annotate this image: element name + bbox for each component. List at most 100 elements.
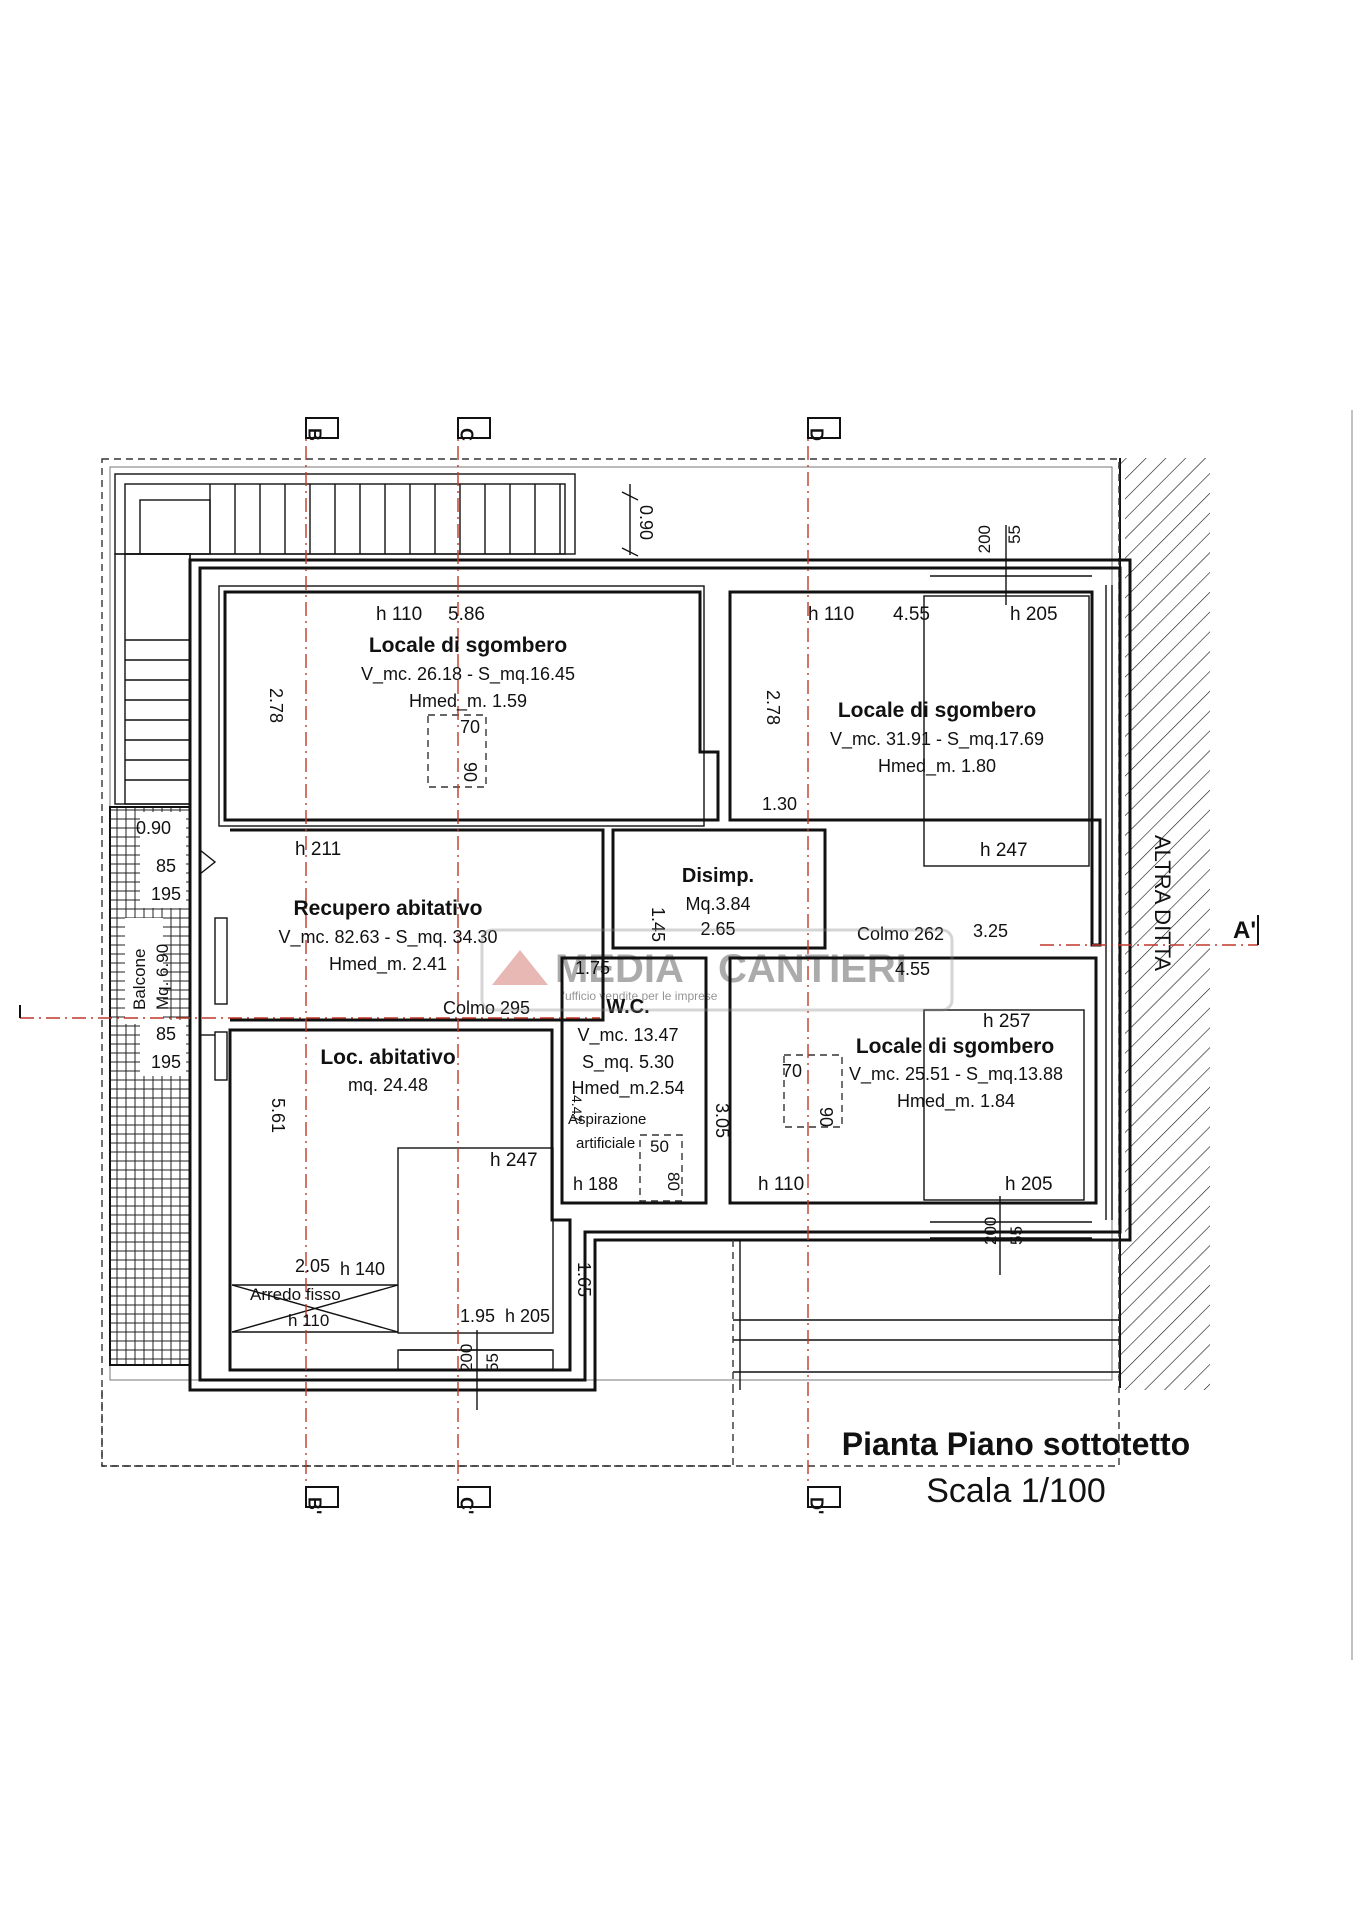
- room3-h-left: h 110: [758, 1174, 804, 1195]
- stair-treads: [114, 473, 576, 805]
- room3-sky-w: 70: [782, 1061, 802, 1081]
- section-label-c2: C': [456, 1497, 476, 1514]
- eave-lines-bottom: [732, 1240, 1119, 1390]
- section-label-b2: B': [304, 1497, 324, 1514]
- balcone-dim-195a: 195: [151, 884, 181, 904]
- roof-outline: [101, 458, 1120, 1467]
- room2-name: Locale di sgombero: [838, 699, 1036, 722]
- watermark-tagline: l'ufficio vendite per le imprese: [560, 989, 718, 1003]
- abit-h140: h 140: [340, 1259, 385, 1279]
- disimp-width: 2.65: [700, 919, 735, 939]
- disimp-name: Disimp.: [682, 865, 754, 887]
- wc-sky-w: 50: [650, 1137, 669, 1156]
- win-left-55: 55: [483, 1353, 502, 1372]
- plan-scale: Scala 1/100: [926, 1472, 1106, 1510]
- room3-sky-h: 90: [816, 1107, 836, 1127]
- room1-width: 5.86: [448, 604, 485, 625]
- room2-width: 4.55: [893, 604, 930, 625]
- room3-name: Locale di sgombero: [856, 1035, 1054, 1058]
- recupero-colmo: Colmo 295: [443, 998, 530, 1018]
- balcone-dim-195b: 195: [151, 1052, 181, 1072]
- balcone-dim-85b: 85: [156, 1024, 176, 1044]
- win-top-200: 200: [975, 525, 994, 553]
- abit-dim-205: 2.05: [295, 1256, 330, 1276]
- room2-h-right: h 205: [1010, 604, 1058, 625]
- room2-h-low: h 247: [980, 840, 1028, 861]
- abit-depth: 5.61: [268, 1098, 288, 1133]
- balcony-dim-box2: [140, 1020, 186, 1076]
- room3-h-top: h 257: [983, 1011, 1031, 1032]
- wc-sky-h: 80: [664, 1172, 683, 1191]
- room3-h-right: h 205: [1005, 1174, 1053, 1195]
- watermark-brand-right: CANTIERI: [718, 947, 907, 991]
- recupero-name: Recupero abitativo: [293, 897, 482, 920]
- watermark-brand-left: MEDIA: [555, 947, 684, 991]
- skylight-room3: [783, 1054, 843, 1128]
- building-walls: [188, 558, 1132, 1392]
- room3-width: 4.55: [895, 959, 930, 979]
- room2-vol: V_mc. 31.91 - S_mq.17.69: [830, 729, 1044, 750]
- room1-depth: 2.78: [266, 688, 286, 723]
- recupero-vol: V_mc. 82.63 - S_mq. 34.30: [278, 927, 497, 948]
- abit-h-top: h 247: [490, 1150, 538, 1171]
- room2-hmed: Hmed_m. 1.80: [878, 756, 996, 777]
- balcony-dim-box1: [140, 812, 186, 908]
- room1-h: h 110: [376, 604, 422, 625]
- wc-h: h 188: [573, 1174, 618, 1194]
- win-bot-55: 55: [1007, 1226, 1026, 1245]
- abit-dim-195: 1.95: [460, 1306, 495, 1326]
- section-label-a2: A': [1233, 917, 1256, 944]
- balcone-area: Mq. 6.90: [153, 944, 172, 1010]
- room2-depth: 2.78: [763, 690, 783, 725]
- skylight-room1: [427, 714, 487, 788]
- room3-dim-325: 3.25: [973, 921, 1008, 941]
- wc-width: 1.75: [575, 958, 610, 978]
- plan-title: Pianta Piano sottotetto: [842, 1426, 1190, 1462]
- balcone-dim-090: 0.90: [136, 818, 171, 838]
- room3-hmed: Hmed_m. 1.84: [897, 1091, 1015, 1112]
- wc-depth: 3.05: [712, 1103, 732, 1138]
- room1-sky-w: 70: [460, 717, 480, 737]
- section-label-b: B: [304, 428, 324, 441]
- recupero-hmed: Hmed_m. 2.41: [329, 954, 447, 975]
- wc-side: 4.47: [569, 1095, 585, 1122]
- room1-vol: V_mc. 26.18 - S_mq.16.45: [361, 664, 575, 685]
- balcone-dim-85a: 85: [156, 856, 176, 876]
- wc-vol: V_mc. 13.47: [577, 1025, 678, 1046]
- neighbour-label: ALTRA DITTA: [1150, 835, 1175, 971]
- room3-colmo: Colmo 262: [857, 924, 944, 944]
- room1-name: Locale di sgombero: [369, 634, 567, 657]
- top-dim-090: 0.90: [636, 505, 656, 540]
- section-label-d: D: [806, 428, 826, 441]
- wc-name: W.C.: [606, 996, 649, 1018]
- watermark-logo: [480, 928, 954, 1012]
- roof-outline-inner: [109, 466, 1113, 1381]
- abit-name: Loc. abitativo: [320, 1046, 455, 1069]
- section-label-c: C: [456, 428, 476, 441]
- win-bot-200: 200: [981, 1217, 1000, 1245]
- abit-dim-165: 1.65: [574, 1262, 594, 1297]
- room3-vol: V_mc. 25.51 - S_mq.13.88: [849, 1064, 1063, 1085]
- win-top-55: 55: [1005, 525, 1024, 544]
- wc-asp1: Aspirazione: [568, 1111, 646, 1128]
- room1-sky-h: 90: [460, 762, 480, 782]
- disimp-depth: 1.45: [648, 907, 668, 942]
- wc-area: S_mq. 5.30: [582, 1052, 674, 1073]
- disimp-area: Mq.3.84: [685, 894, 750, 914]
- wc-asp2: artificiale: [576, 1135, 635, 1152]
- wc-hmed: Hmed_m.2.54: [571, 1078, 684, 1099]
- left-eave-dashed: [101, 1390, 734, 1467]
- abit-area: mq. 24.48: [348, 1075, 428, 1095]
- room1-hmed: Hmed_m. 1.59: [409, 691, 527, 712]
- recupero-h: h 211: [295, 839, 341, 860]
- abit-arredo: Arredo fisso: [250, 1285, 341, 1304]
- room2-dim-130: 1.30: [762, 794, 797, 814]
- section-label-d2: D': [806, 1497, 826, 1514]
- balcone-label: Balcone: [130, 949, 149, 1010]
- abit-h205: h 205: [505, 1306, 550, 1326]
- win-left-200: 200: [457, 1344, 476, 1372]
- abit-h110: h 110: [288, 1311, 329, 1330]
- balcony-label-box: [125, 918, 163, 1024]
- skylight-wc: [639, 1134, 683, 1202]
